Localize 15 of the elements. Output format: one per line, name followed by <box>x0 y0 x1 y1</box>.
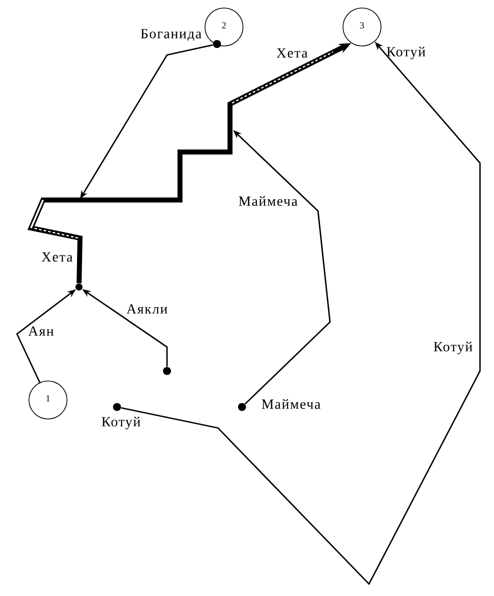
river-label: Котуй <box>434 342 472 354</box>
dot <box>238 403 246 411</box>
river-label: Хета <box>42 252 72 262</box>
dot <box>76 284 82 290</box>
dot-label: Боганида <box>140 29 202 41</box>
dot <box>213 40 221 48</box>
dot-label: Маймеча <box>262 399 320 409</box>
edge-label: Котуй <box>386 46 426 60</box>
edge-label: Маймеча <box>238 196 298 206</box>
dot <box>163 367 171 375</box>
edge-label: Хета <box>276 48 308 58</box>
edge-label: Аян <box>28 326 54 336</box>
edge-label: Аякли <box>126 304 168 314</box>
dot-label: Котуй <box>102 416 140 430</box>
dot <box>113 403 121 411</box>
